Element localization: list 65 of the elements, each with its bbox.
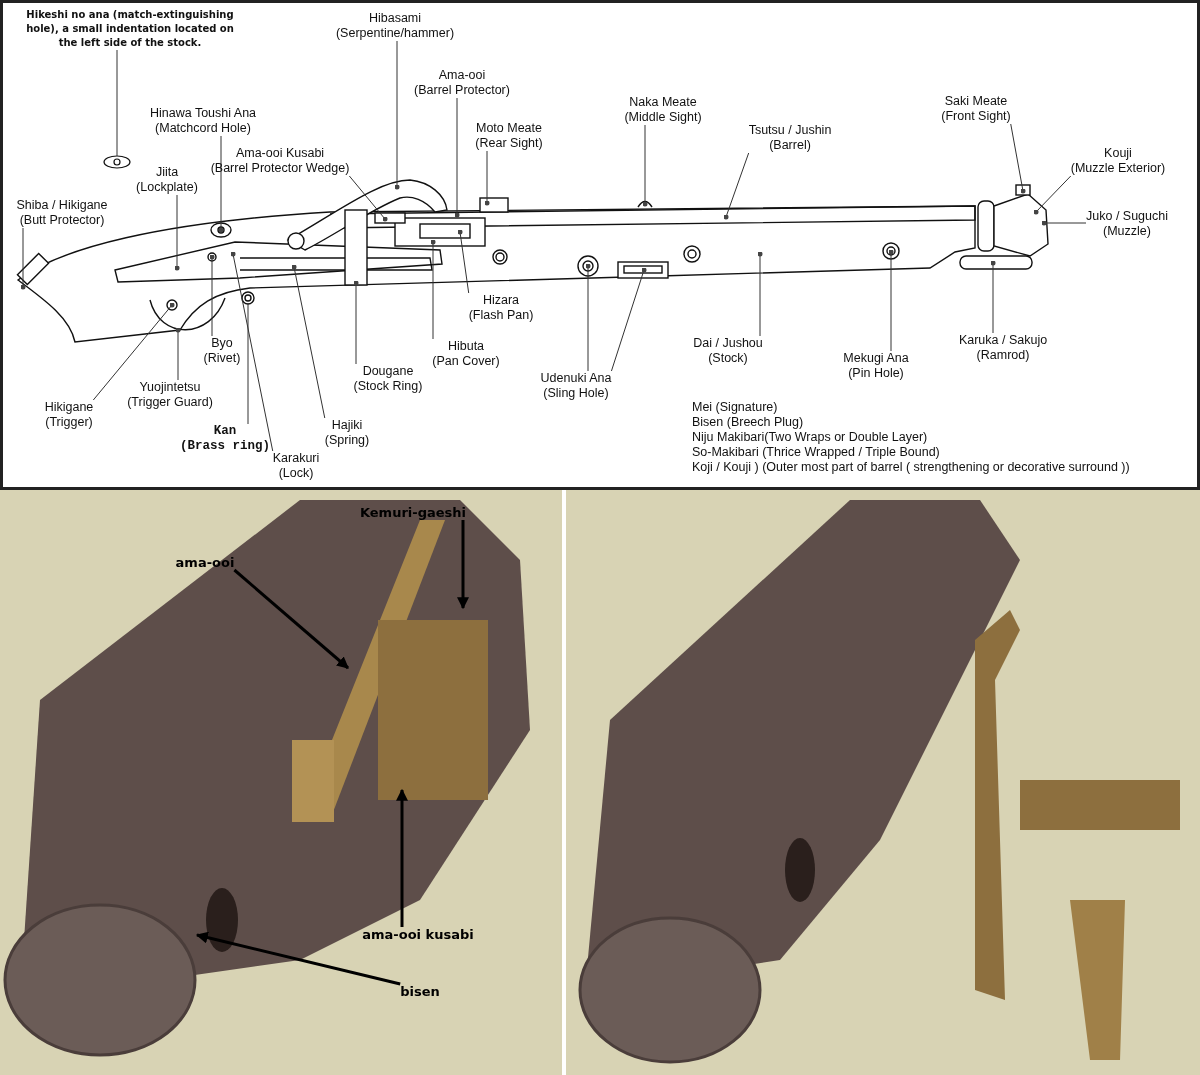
note-text: So-Makibari (Thrice Wrapped / Triple Bound) — [692, 445, 940, 460]
leader-line — [757, 251, 763, 337]
part-label: Moto Meate (Rear Sight) — [475, 121, 543, 151]
part-label: Shiba / Hikigane (Butt Protector) — [16, 198, 108, 228]
leader-line — [116, 49, 118, 157]
arrow — [233, 568, 349, 670]
arrow — [457, 520, 469, 610]
leader-line — [394, 40, 400, 190]
leader-line — [723, 152, 750, 220]
part-label: Kouji (Muzzle Exterior) — [1070, 146, 1166, 176]
leader-line — [585, 263, 591, 372]
part-label: Saki Meate (Front Sight) — [941, 94, 1011, 124]
leader-line — [247, 302, 249, 425]
arrow — [195, 931, 401, 986]
leader-line — [457, 229, 470, 294]
part-label: Yuojintetsu (Trigger Guard) — [127, 380, 213, 410]
note-text: Bisen (Breech Plug) — [692, 415, 804, 430]
part-label: Hinawa Toushi Ana (Matchcord Hole) — [149, 106, 257, 136]
part-label: Byo (Rivet) — [203, 336, 241, 366]
leader-line — [230, 251, 274, 452]
part-label: Dougane (Stock Ring) — [353, 364, 423, 394]
leader-line — [175, 327, 181, 381]
part-label: Hibuta (Pan Cover) — [432, 339, 500, 369]
part-label: Karakuri (Lock) — [272, 451, 320, 481]
leader-line — [1041, 220, 1087, 226]
part-label: Hizara (Flash Pan) — [468, 293, 534, 323]
note-text: Mei (Signature) — [692, 400, 778, 415]
note-text: Niju Makibari(Two Wraps or Double Layer) — [692, 430, 928, 445]
part-label: Udenuki Ana (Sling Hole) — [540, 371, 612, 401]
leader-line — [430, 239, 436, 340]
part-label: Karuka / Sakujo (Ramrod) — [958, 333, 1048, 363]
leader-line — [209, 254, 215, 337]
photo-label: ama-ooi kusabi — [362, 927, 474, 942]
note-text: Hikeshi no ana (match-extinguishing hole), a small indentation located on the left side of the stock. — [22, 8, 238, 50]
part-label: Dai / Jushou (Stock) — [693, 336, 763, 366]
part-label: Hikigane (Trigger) — [44, 400, 94, 430]
part-label: Naka Meate (Middle Sight) — [624, 95, 702, 125]
part-label: Ama-ooi Kusabi (Barrel Protector Wedge) — [210, 146, 350, 176]
leader-line — [20, 227, 26, 290]
leader-line — [484, 150, 490, 206]
part-label: Mekugi Ana (Pin Hole) — [843, 351, 909, 381]
part-label: Jiita (Lockplate) — [136, 165, 198, 195]
part-label: Ama-ooi (Barrel Protector) — [414, 68, 510, 98]
part-label: Tsutsu / Jushin (Barrel) — [748, 123, 832, 153]
leader-line — [610, 267, 647, 372]
leader-line — [454, 97, 460, 218]
leader-line — [218, 135, 224, 233]
part-label: Juko / Suguchi (Muzzle) — [1086, 209, 1168, 239]
leader-line — [1010, 123, 1026, 194]
part-label: Hajiki (Spring) — [324, 418, 370, 448]
leader-line — [888, 249, 894, 352]
note-text: Koji / Kouji ) (Outer most part of barrel ( strengthening or decorative surround )) — [692, 460, 1130, 475]
photo-label: Kemuri-gaeshi — [359, 505, 467, 520]
part-label: Hibasami (Serpentine/hammer) — [335, 11, 455, 41]
leader-line — [1033, 175, 1072, 215]
part-label: Kan (Brass ring) — [180, 424, 270, 454]
photo-label: bisen — [400, 984, 440, 999]
leader-line — [353, 280, 359, 365]
leader-line — [174, 194, 180, 271]
leader-line — [291, 264, 326, 419]
leader-line — [990, 260, 996, 334]
leader-line — [348, 175, 388, 222]
hole-symbol — [103, 155, 131, 169]
leader-line — [92, 302, 175, 401]
leader-line — [642, 124, 648, 207]
